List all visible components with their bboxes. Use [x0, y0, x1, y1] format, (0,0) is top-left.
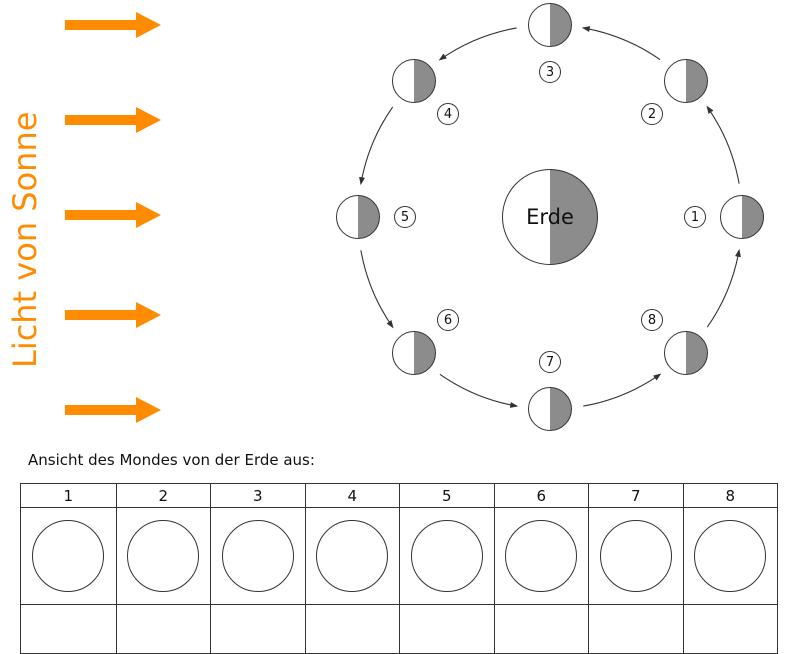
sun-ray-arrow [65, 107, 161, 133]
answer-circle-cell [304, 508, 400, 604]
position-badge-1: 1 [684, 206, 706, 228]
answer-circle-cell [115, 508, 211, 604]
arrow-head-icon [136, 12, 161, 38]
answer-circle-cell [210, 508, 305, 604]
table-header-cell: 5 [399, 484, 494, 507]
moon-phase-3 [528, 3, 572, 47]
table-header-cell: 8 [682, 484, 778, 507]
position-badge-6: 6 [437, 309, 459, 331]
position-badge-4: 4 [437, 103, 459, 125]
table-header-cell: 3 [210, 484, 305, 507]
arrow-shaft [65, 310, 137, 320]
position-badge-8: 8 [641, 309, 663, 331]
blank-moon-circle [316, 520, 389, 592]
blank-moon-circle [694, 520, 767, 592]
sun-ray-arrow [65, 202, 161, 228]
moon-phase-1 [720, 195, 764, 239]
answer-text-cell [210, 605, 305, 653]
orbit-arrow-segment [439, 373, 519, 408]
arrow-head-icon [136, 397, 161, 423]
answer-circle-cell [682, 508, 778, 604]
moon-phase-2 [664, 59, 708, 103]
arrow-shaft [65, 20, 137, 30]
sun-light-label: Licht von Sonne [6, 111, 44, 368]
blank-moon-circle [410, 520, 483, 592]
answer-text-cell [399, 605, 494, 653]
answer-circle-cell [21, 508, 116, 604]
table-header-cell: 1 [63, 486, 74, 505]
answer-text-cell [493, 605, 589, 653]
orbit-arrow-segment [583, 373, 662, 407]
answer-text-cell [682, 605, 778, 653]
moon-phase-6 [392, 331, 436, 375]
orbit-arrow-segment [359, 106, 394, 186]
table-caption: Ansicht des Mondes von der Erde aus: [28, 451, 315, 469]
table-header-cell: 7 [588, 484, 683, 507]
sun-ray-arrow [65, 302, 161, 328]
answer-text-cell [588, 605, 683, 653]
table-header-cell: 6 [493, 484, 589, 507]
arrow-shaft [65, 115, 137, 125]
moon-phase-4 [392, 59, 436, 103]
arrow-shaft [65, 210, 137, 220]
blank-moon-circle [127, 520, 200, 592]
position-badge-3: 3 [539, 61, 561, 83]
position-badge-2: 2 [641, 103, 663, 125]
moon-phase-7 [528, 387, 572, 431]
moon-phase-5 [336, 195, 380, 239]
arrow-shaft [65, 405, 137, 415]
position-badge-5: 5 [394, 206, 416, 228]
sun-ray-arrow [65, 12, 161, 38]
answer-text-cell [115, 605, 211, 653]
answer-circle-cell [493, 508, 589, 604]
answer-circle-cell [399, 508, 494, 604]
orbit-arrow-segment [360, 250, 394, 329]
answer-table: 1 2 3 4 5 6 7 8 [20, 483, 778, 654]
orbit-arrow-segment [706, 248, 741, 328]
earth-label: Erde [526, 205, 574, 229]
arrow-head-icon [136, 202, 161, 228]
blank-moon-circle [505, 520, 578, 592]
orbit-arrow-segment [438, 27, 517, 61]
answer-text-cell [304, 605, 400, 653]
sun-ray-arrow [65, 397, 161, 423]
arrow-head-icon [136, 107, 161, 133]
moon-phase-8 [664, 331, 708, 375]
position-badge-7: 7 [539, 351, 561, 373]
blank-moon-circle [221, 520, 294, 592]
table-header-cell: 2 [115, 484, 211, 507]
orbit-arrow-segment [706, 105, 740, 184]
answer-text-cell [21, 605, 116, 653]
table-header-row: 1 2 3 4 5 6 7 8 [21, 484, 777, 507]
answer-circle-cell [588, 508, 683, 604]
earth-circle: Erde [502, 169, 598, 265]
table-header-cell: 4 [304, 484, 400, 507]
table-circles-row [21, 507, 777, 604]
blank-moon-circle [32, 520, 105, 592]
arrow-head-icon [136, 302, 161, 328]
blank-moon-circle [599, 520, 672, 592]
table-notes-row [21, 604, 777, 653]
orbit-arrow-segment [581, 26, 661, 61]
